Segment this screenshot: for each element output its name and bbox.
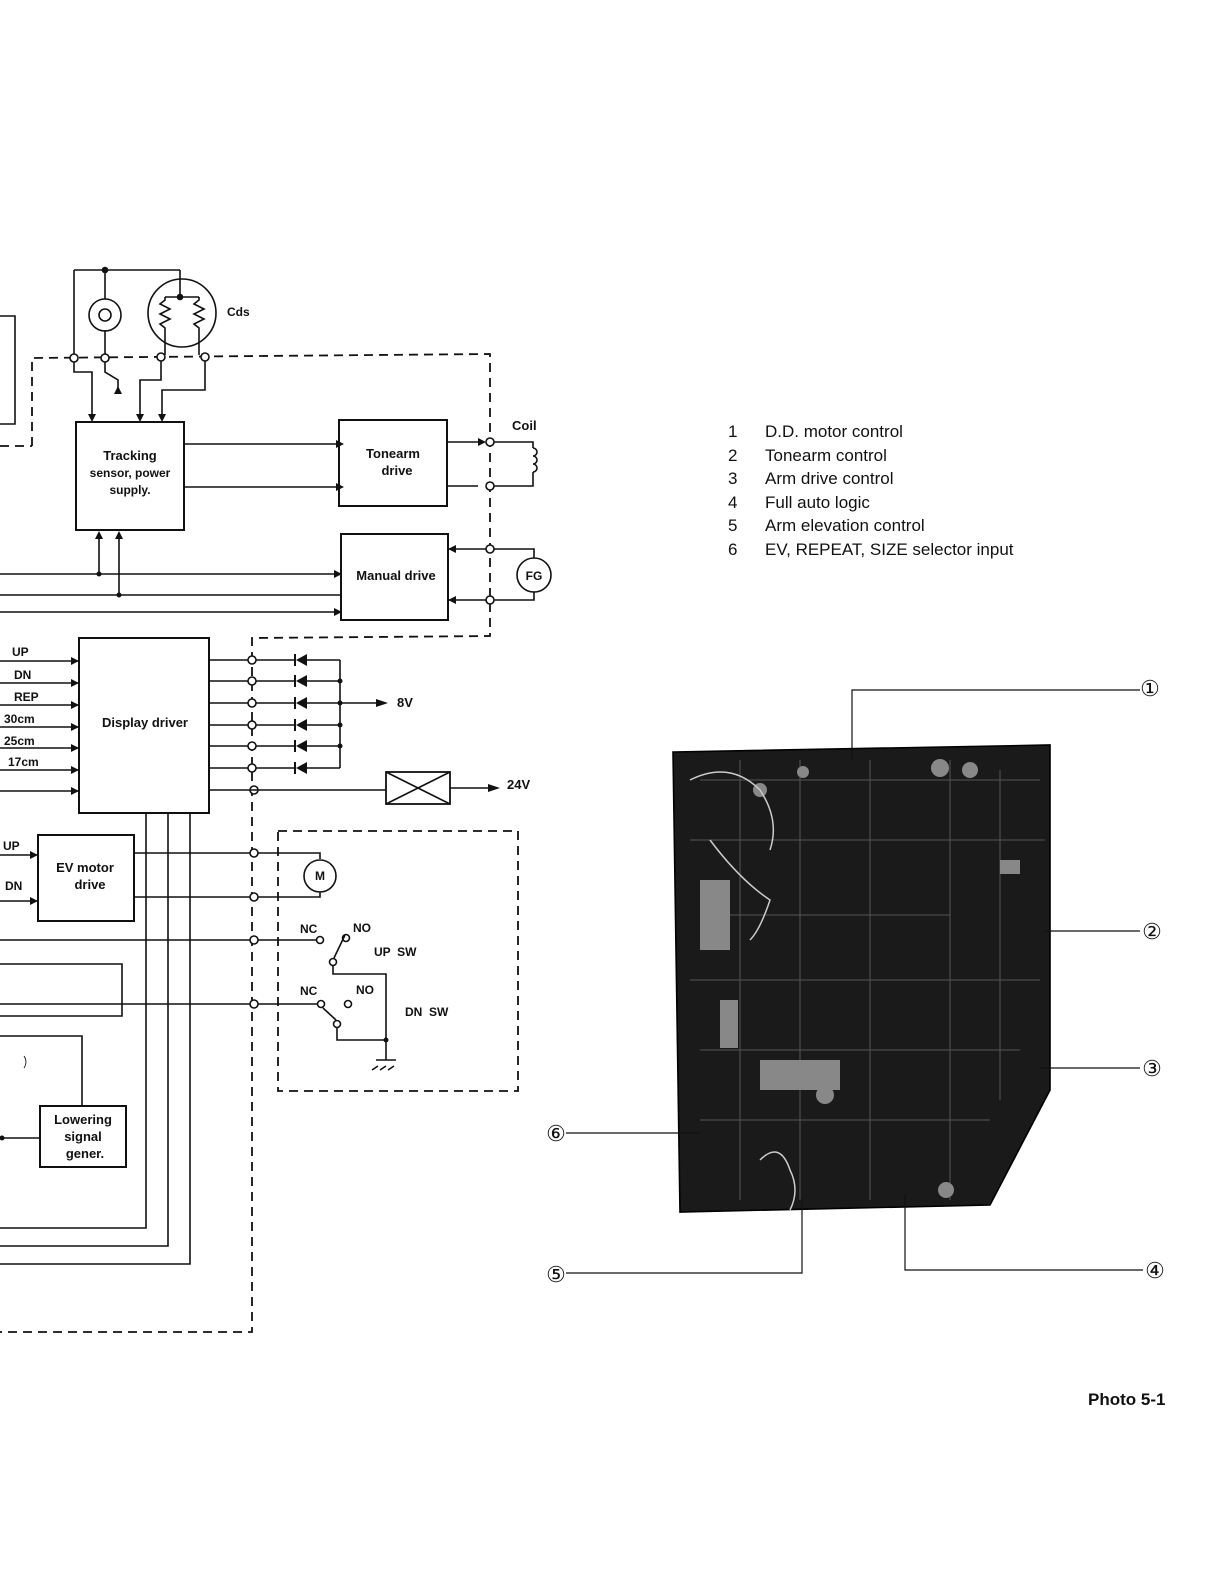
tracking-line-3: supply.: [109, 483, 150, 497]
callout-3: ③: [1142, 1056, 1162, 1081]
input-up: UP: [12, 645, 29, 659]
callout-leaders: [566, 689, 1143, 1274]
callout-6: ⑥: [546, 1121, 566, 1146]
legend-number: 6: [728, 539, 738, 559]
cds-label: Cds: [227, 305, 250, 319]
tracking-block: [75, 421, 185, 531]
input-25cm: 25cm: [4, 734, 35, 748]
legend-item: 3 Arm drive control: [728, 467, 1014, 491]
motor-label: M: [315, 869, 325, 883]
dn-sw-no: NO: [356, 983, 374, 997]
manual-drive-label: Manual drive: [356, 568, 435, 583]
legend-number: 3: [728, 469, 738, 489]
input-17cm: 17cm: [8, 755, 39, 769]
up-switch: [258, 933, 387, 1040]
legend-text: EV, REPEAT, SIZE selector input: [765, 539, 1014, 559]
legend-number: 1: [728, 422, 738, 441]
manual-drive-block: [340, 533, 449, 621]
ev-line-1: EV motor: [56, 860, 114, 875]
lowering-block: [39, 1105, 127, 1168]
pcb-photo: [672, 744, 1051, 1213]
lowering-line-3: gener.: [66, 1146, 104, 1161]
legend-item: 5 Arm elevation control: [728, 514, 1014, 538]
v24-label: 24V: [507, 777, 530, 792]
coil: [494, 441, 538, 487]
legend-number: 4: [728, 492, 738, 512]
ev-input-dn: DN: [5, 879, 22, 893]
tracking-line-1: Tracking: [103, 448, 157, 463]
callout-2: ②: [1142, 919, 1162, 944]
display-input-lines: [0, 660, 79, 792]
cds-sensor: [105, 269, 217, 355]
motor-circle: [303, 859, 337, 893]
input-dn: DN: [14, 668, 31, 682]
legend-item: 1 D.D. motor control: [728, 420, 1014, 444]
legend-item: 4 Full auto logic: [728, 491, 1014, 515]
display-driver-label: Display driver: [102, 715, 188, 730]
coil-label: Coil: [512, 418, 537, 433]
legend-text: Arm elevation control: [765, 516, 925, 536]
fg-circle: [516, 557, 552, 593]
input-rep: REP: [14, 690, 39, 704]
tracking-line-2: sensor, power: [90, 466, 171, 480]
up-sw-no: NO: [353, 921, 371, 935]
up-sw-nc: NC: [300, 922, 318, 936]
legend-text: Tonearm control: [765, 445, 887, 465]
callout-1: ①: [1140, 676, 1160, 701]
dashed-enclosure: [0, 353, 519, 1333]
ev-motor-block: [37, 834, 135, 922]
dn-sw-nc: NC: [300, 984, 318, 998]
lowering-line-2: signal: [64, 1129, 102, 1144]
tonearm-line-1: Tonearm: [366, 446, 420, 461]
dn-sw-label: DN SW: [405, 1005, 449, 1019]
legend-text: Full auto logic: [765, 492, 870, 512]
tonearm-block: [338, 419, 448, 507]
input-30cm: 30cm: [4, 712, 35, 726]
lowering-line-1: Lowering: [54, 1112, 112, 1127]
callout-5: ⑤: [546, 1262, 566, 1287]
tonearm-line-2: drive: [381, 463, 412, 478]
v8-label: 8V: [397, 695, 413, 710]
legend-item: 2 Tonearm control: [728, 444, 1014, 468]
ev-line-2: drive: [74, 877, 105, 892]
callout-4: ④: [1145, 1258, 1165, 1283]
dn-switch: [258, 999, 396, 1071]
legend-text: Arm drive control: [765, 469, 894, 489]
legend-number: 5: [728, 516, 738, 536]
legend-number: 2: [728, 445, 738, 465]
up-sw-label: UP SW: [374, 945, 417, 959]
fg-label: FG: [526, 569, 543, 583]
ev-input-up: UP: [3, 839, 20, 853]
photo-caption: Photo 5-1: [1088, 1390, 1166, 1409]
legend-text: D.D. motor control: [765, 422, 903, 441]
bus-lines: [0, 813, 191, 1265]
legend-item: 6 EV, REPEAT, SIZE selector input: [728, 538, 1014, 562]
partial-block: [0, 315, 16, 425]
